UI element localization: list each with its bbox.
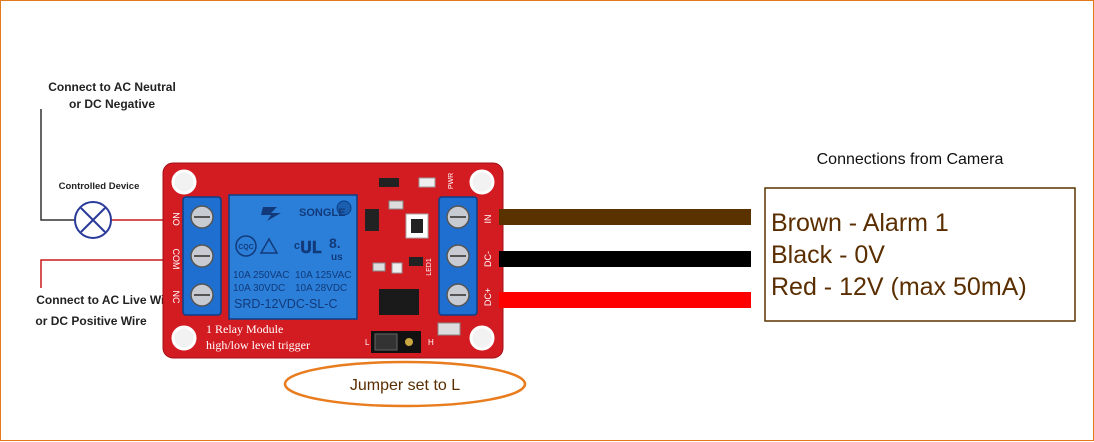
mount-hole-icon — [469, 325, 495, 351]
jumper-callout-label: Jumper set to L — [350, 377, 460, 394]
smd-resistor-icon — [437, 322, 461, 336]
jumper-header — [371, 331, 421, 353]
led1-icon — [391, 262, 403, 274]
mount-hole-icon — [469, 169, 495, 195]
pwr-label: PWR — [448, 173, 455, 189]
smd-resistor-icon — [409, 257, 423, 266]
lamp-icon — [74, 201, 112, 239]
optocoupler-icon — [379, 289, 419, 315]
rating2-right: 10A 28VDC — [295, 283, 347, 294]
rating1-left: 10A 250VAC — [233, 270, 290, 281]
live-label-line2: or DC Positive Wire — [35, 314, 147, 328]
neutral-wire — [40, 109, 75, 221]
connection-red: Red - 12V (max 50mA) — [771, 273, 1027, 301]
camera-connections-box — [764, 187, 1076, 322]
pin-label-com: COM — [171, 249, 181, 270]
pin-label-no: NO — [171, 212, 181, 226]
pin-label-nc: NC — [171, 291, 181, 304]
ul-number: 8. — [329, 235, 341, 251]
pin-label-in: IN — [483, 215, 493, 224]
cqc-mark-text: CQC — [238, 244, 254, 251]
relay-model: SRD-12VDC-SL-C — [234, 297, 338, 311]
live-label-line1: Connect to AC Live Wire — [36, 293, 176, 307]
transistor-icon — [365, 209, 379, 231]
jumper-callout-ellipse — [283, 360, 527, 408]
silk-line2: high/low level trigger — [206, 338, 310, 352]
black-wire — [499, 251, 751, 267]
led1-label: LED1 — [426, 258, 433, 276]
relay-brand: SONGLE — [299, 207, 345, 219]
pin-label-dc-minus: DC- — [483, 251, 493, 267]
rating2-left: 10A 30VDC — [233, 283, 285, 294]
neutral-label-line1: Connect to AC Neutral — [48, 80, 176, 94]
pwr-led-icon — [418, 177, 436, 188]
relay-module-board: NO COM NC SONGLE CQC ᶜ𝐔𝐋 8. us 10A 250VA… — [162, 162, 504, 359]
pin-label-dc-plus: DC+ — [483, 288, 493, 306]
mount-hole-icon — [171, 325, 197, 351]
smd-resistor-icon — [388, 200, 404, 210]
connection-black: Black - 0V — [771, 241, 885, 269]
ul-us: us — [331, 252, 343, 263]
mount-hole-icon — [171, 169, 197, 195]
smd-resistor-icon — [372, 262, 386, 272]
warning-triangle-icon — [259, 237, 279, 254]
red-wire — [499, 292, 751, 308]
live-wire — [40, 259, 171, 288]
silk-line1: 1 Relay Module — [206, 322, 283, 336]
songle-logo-icon — [261, 207, 281, 221]
jumper-low-label: L — [365, 338, 370, 347]
controlled-device-label: Controlled Device — [59, 181, 140, 192]
neutral-label-line2: or DC Negative — [69, 97, 155, 111]
diode-body-icon — [411, 219, 423, 233]
rating1-right: 10A 125VAC — [295, 270, 352, 281]
smd-resistor-icon — [379, 178, 399, 187]
relay-component: SONGLE CQC ᶜ𝐔𝐋 8. us 10A 250VAC 10A 125V… — [228, 194, 358, 320]
camera-wires — [499, 209, 751, 308]
jumper-high-label: H — [428, 338, 434, 347]
connection-brown: Brown - Alarm 1 — [771, 209, 949, 237]
brown-wire — [499, 209, 751, 225]
cqc-mark-icon — [235, 235, 257, 257]
right-terminal-block — [438, 196, 478, 316]
camera-connections-title: Connections from Camera — [817, 151, 1004, 168]
left-terminal-block — [182, 196, 222, 316]
ul-mark-icon: ᶜ𝐔𝐋 — [294, 240, 322, 257]
